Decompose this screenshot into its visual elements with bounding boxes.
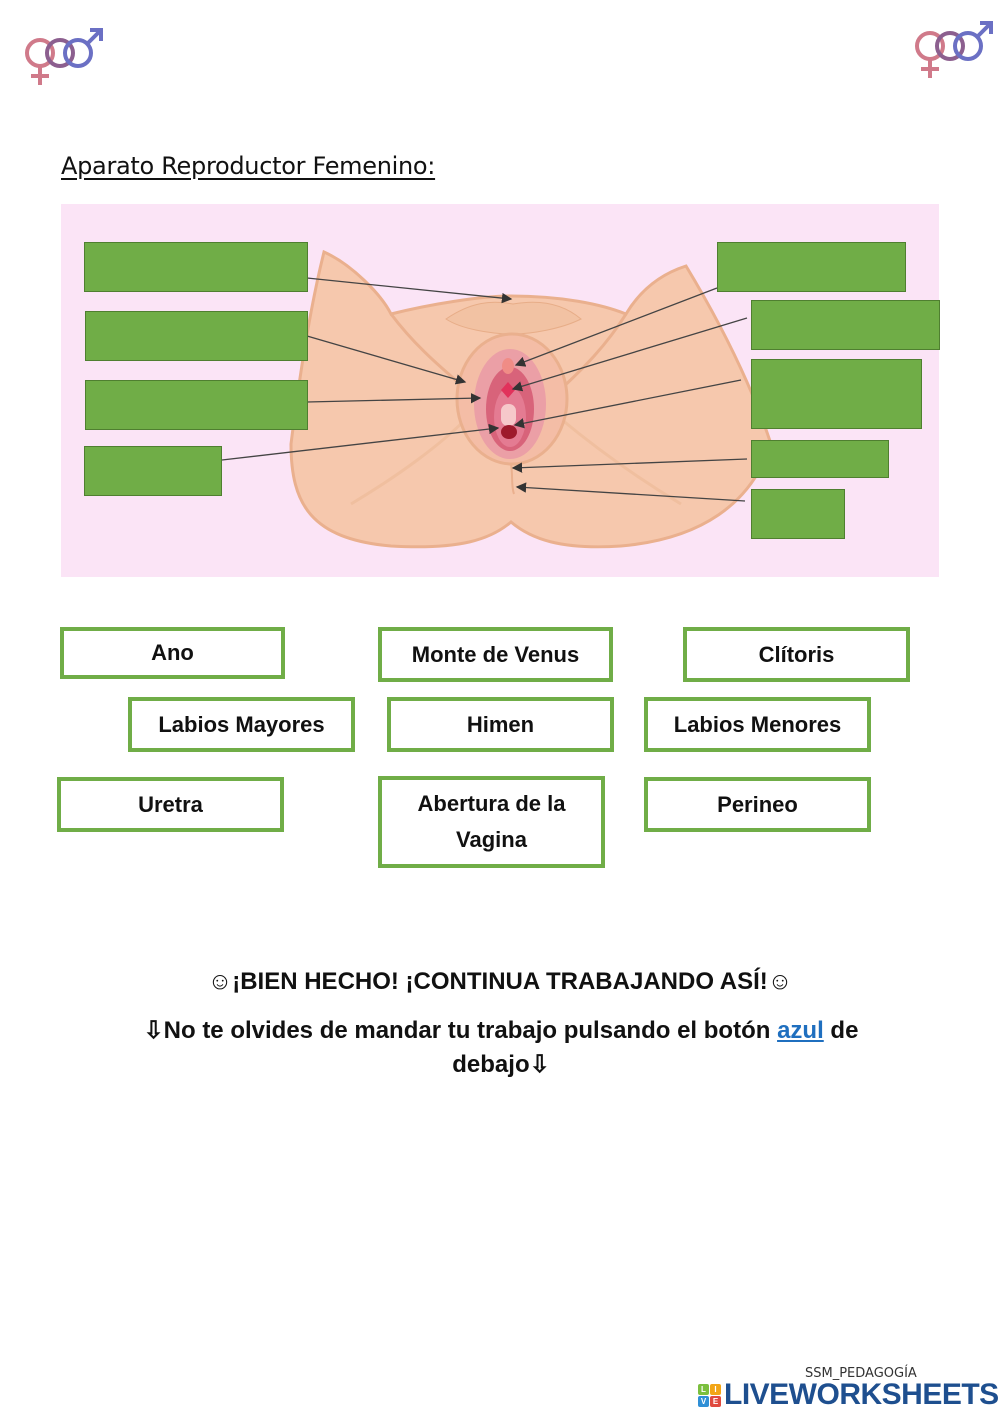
drop-box-clitoris[interactable] (717, 242, 906, 292)
azul-link[interactable]: azul (777, 1017, 824, 1044)
drop-box-monte-de-venus[interactable] (84, 242, 308, 292)
drop-box-ano[interactable] (751, 489, 845, 539)
drop-box-labios-mayores[interactable] (85, 311, 308, 361)
drop-box-perineo[interactable] (751, 440, 889, 478)
congrats-message: ☺¡BIEN HECHO! ¡CONTINUA TRABAJANDO ASÍ!☺ (207, 968, 793, 995)
anatomy-diagram (61, 204, 940, 577)
word-perineo[interactable]: Perineo (644, 777, 871, 832)
drop-box-himen[interactable] (751, 359, 922, 429)
word-ano[interactable]: Ano (60, 627, 285, 679)
word-abertura-vagina[interactable]: Abertura de la Vagina (378, 776, 605, 868)
instruction-suffix: de debajo⇩ (452, 1017, 859, 1078)
word-clitoris[interactable]: Clítoris (683, 627, 910, 682)
drop-box-abertura-vagina[interactable] (84, 446, 222, 496)
instruction-prefix: ⇩No te olvides de mandar tu trabajo puls… (143, 1017, 778, 1044)
liveworksheets-logo: L I V E LIVEWORKSHEETS (698, 1378, 999, 1412)
drop-box-labios-menores[interactable] (85, 380, 308, 430)
word-labios-mayores[interactable]: Labios Mayores (128, 697, 355, 752)
word-uretra[interactable]: Uretra (57, 777, 284, 832)
instruction-message: ⇩No te olvides de mandar tu trabajo puls… (95, 1014, 907, 1082)
gender-symbols-icon (915, 21, 993, 78)
gender-symbols-icon (25, 28, 103, 85)
word-labios-menores[interactable]: Labios Menores (644, 697, 871, 752)
word-himen[interactable]: Himen (387, 697, 614, 752)
drop-box-uretra[interactable] (751, 300, 940, 350)
word-monte-de-venus[interactable]: Monte de Venus (378, 627, 613, 682)
page-title: Aparato Reproductor Femenino: (61, 152, 436, 180)
author-label: SSM_PEDAGOGÍA (805, 1366, 917, 1381)
live-blocks-icon: L I V E (698, 1383, 721, 1407)
brand-text: LIVEWORKSHEETS (724, 1378, 999, 1411)
anatomy-illustration (221, 249, 773, 549)
